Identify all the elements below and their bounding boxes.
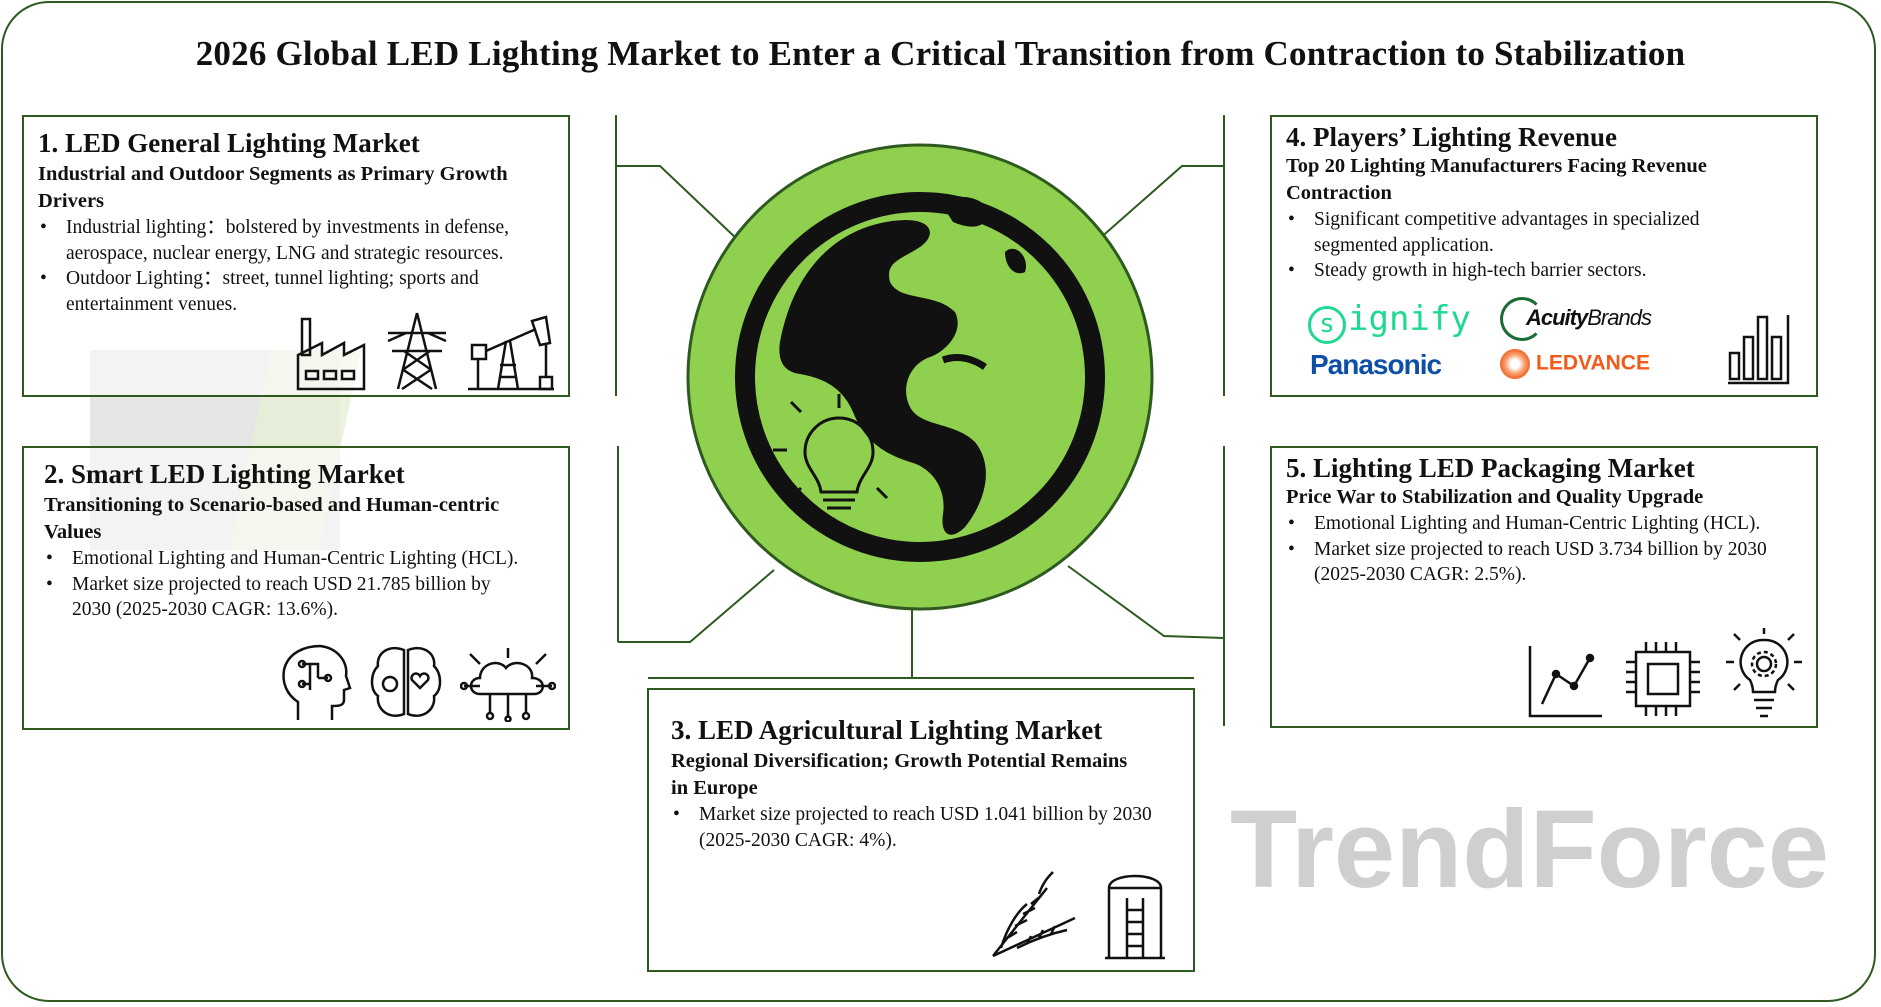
ledvance-logo: LEDVANCE [1500,349,1650,379]
section-heading: 2. Smart LED Lighting Market [44,459,405,489]
bullet-list: Emotional Lighting and Human-Centric Lig… [1286,511,1802,587]
bullet-item: Steady growth in high-tech barrier secto… [1286,258,1802,284]
bullet-item: Emotional Lighting and Human-Centric Lig… [1286,511,1802,537]
section-heading: 5. Lighting LED Packaging Market [1286,453,1695,483]
icon-row [294,311,556,391]
icon-row [280,644,556,722]
cloud-network-icon [460,648,556,722]
bullet-item: Industrial lighting：bolstered by investm… [38,215,554,266]
bar-chart-icon [1728,315,1790,385]
section-subheading: Industrial and Outdoor Segments as Prima… [38,163,508,213]
page-title: 2026 Global LED Lighting Market to Enter… [195,34,1686,73]
icon-row [1528,626,1806,718]
wheat-icon [992,871,1076,958]
bullet-item: Market size projected to reach USD 1.041… [671,802,1179,853]
bullet-item: Market size projected to reach USD 3.734… [1286,537,1802,588]
brain-icon [370,647,442,717]
silo-icon [1105,874,1165,960]
section-general-lighting: 1. LED General Lighting Market Industria… [22,115,570,397]
section-heading: 4. Players’ Lighting Revenue [1286,122,1617,152]
bullet-list: Significant competitive advantages in sp… [1286,207,1802,283]
panasonic-logo: Panasonic [1310,349,1442,380]
watermark: TrendForce [1230,788,1830,911]
bullet-item: Significant competitive advantages in sp… [1286,207,1802,258]
bullet-list: Market size projected to reach USD 1.041… [671,802,1179,853]
bullet-list: Industrial lighting：bolstered by investm… [38,215,554,316]
globe-lightbulb-icon [686,143,1154,611]
ai-head-icon [282,644,352,720]
bullet-item: Market size projected to reach USD 21.78… [44,572,554,623]
section-subheading: Transitioning to Scenario-based and Huma… [44,494,500,544]
bullet-list: Emotional Lighting and Human-Centric Lig… [44,546,554,622]
section-heading: 1. LED General Lighting Market [38,128,420,158]
section-players-revenue: 4. Players’ Lighting Revenue Top 20 Ligh… [1270,115,1818,397]
bulb-gear-icon [1726,628,1802,718]
factory-icon [296,317,366,391]
oil-pump-icon [468,315,554,391]
chip-icon [1626,642,1700,716]
power-tower-icon [387,312,447,391]
section-subheading: Price War to Stabilization and Quality U… [1286,486,1704,509]
section-heading: 3. LED Agricultural Lighting Market [671,715,1103,745]
section-agricultural-lighting: 3. LED Agricultural Lighting Market Regi… [647,688,1195,972]
bullet-item: Emotional Lighting and Human-Centric Lig… [44,546,554,572]
section-subheading: Top 20 Lighting Manufacturers Facing Rev… [1286,155,1707,205]
line-chart-icon [1528,646,1602,718]
bullet-item: Outdoor Lighting：street, tunnel lighting… [38,266,554,317]
acuity-brands-logo: AcuityBrands [1500,297,1652,341]
icon-row [987,868,1167,960]
section-subheading: Regional Diversification; Growth Potenti… [671,750,1128,800]
section-led-packaging: 5. Lighting LED Packaging Market Price W… [1270,446,1818,728]
section-smart-lighting: 2. Smart LED Lighting Market Transitioni… [22,446,570,730]
